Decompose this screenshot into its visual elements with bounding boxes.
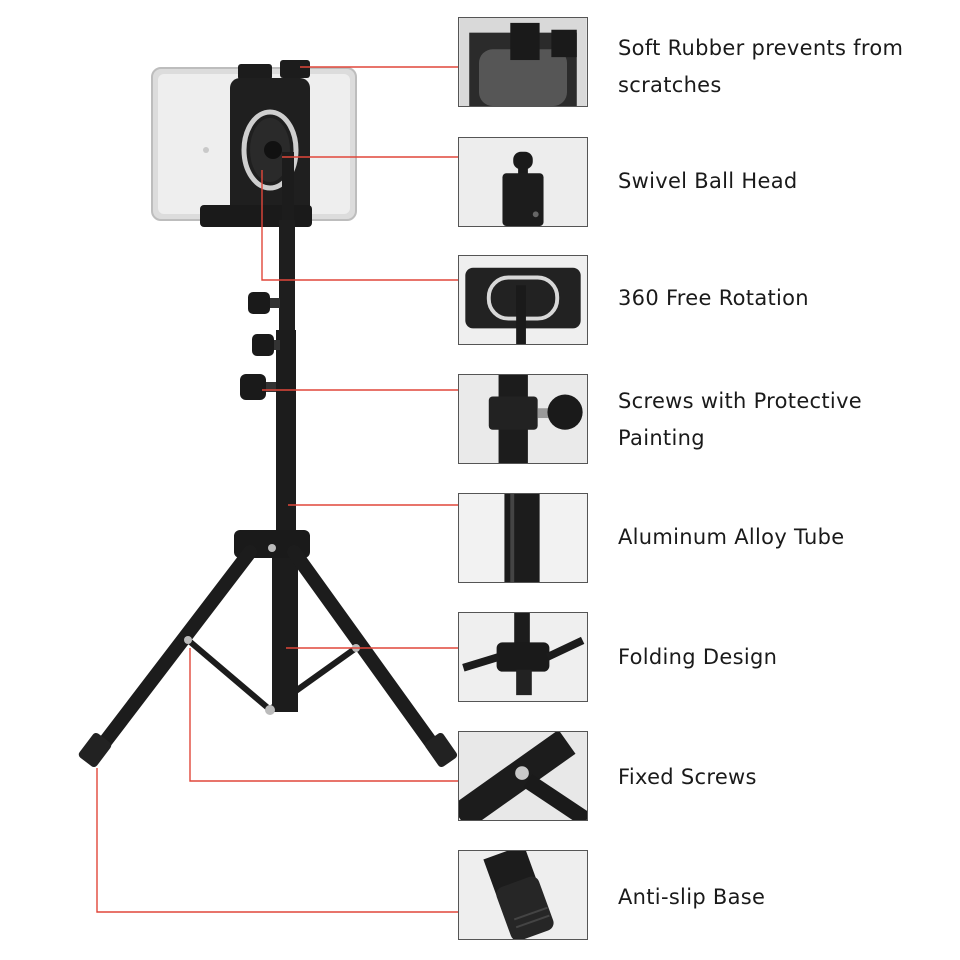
fixed-screw-icon — [458, 731, 588, 821]
knob-screw-icon — [458, 374, 588, 464]
rotation-mount-icon — [458, 255, 588, 345]
feature-label-rotation: 360 Free Rotation — [618, 286, 809, 310]
rubber-clamp-icon — [458, 17, 588, 107]
leader-lines — [96, 66, 458, 913]
rubber-foot-icon — [458, 850, 588, 940]
feature-label-tube: Aluminum Alloy Tube — [618, 525, 845, 549]
feature-label-fixed-screws: Fixed Screws — [618, 765, 757, 789]
feature-label-anti-slip: Anti-slip Base — [618, 885, 766, 909]
feature-label-screws: Screws with Protective Painting — [618, 389, 863, 450]
feature-label-ball-head: Swivel Ball Head — [618, 169, 798, 193]
center-pole — [240, 152, 298, 712]
folding-hub-icon — [458, 612, 588, 702]
ball-head-icon — [458, 137, 588, 227]
tripod-legs — [78, 530, 458, 768]
feature-label-folding: Folding Design — [618, 645, 778, 669]
feature-label-soft-rubber: Soft Rubber prevents from scratches — [618, 36, 904, 97]
tube-icon — [458, 493, 588, 583]
